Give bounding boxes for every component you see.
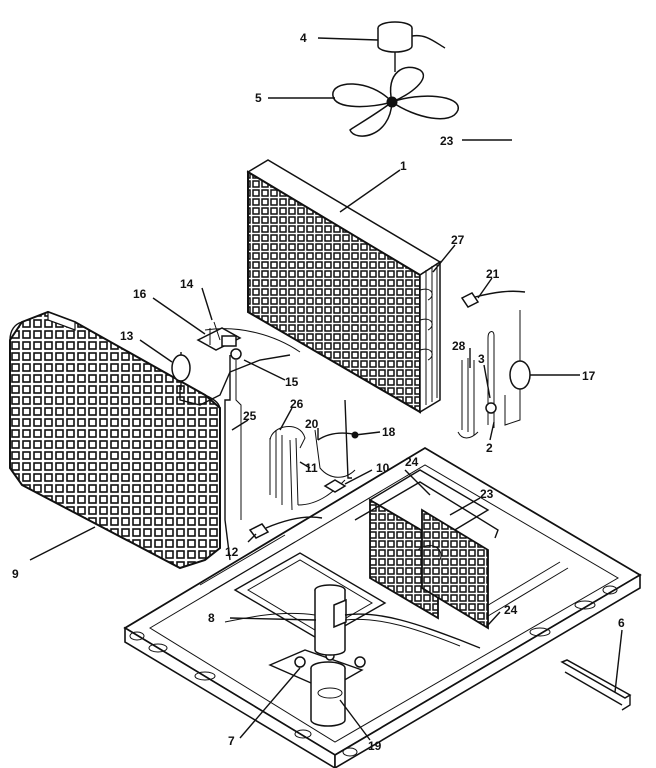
filter-drier-17 — [504, 310, 531, 426]
temp-sensor-18 — [317, 431, 359, 441]
callout-3: 3 — [478, 352, 485, 366]
callout-13: 13 — [120, 329, 134, 343]
callout-12: 12 — [225, 545, 239, 559]
callout-21: 21 — [486, 267, 500, 281]
evaporator-coil — [354, 469, 499, 630]
callout-10: 10 — [376, 461, 390, 475]
callout-23-bottom: 23 — [480, 487, 494, 501]
condenser-grille — [9, 310, 221, 570]
fan-motor — [377, 21, 446, 72]
callout-15: 15 — [285, 375, 299, 389]
callout-27: 27 — [451, 233, 465, 247]
filter-drier — [171, 352, 191, 390]
thermostat-sensor — [460, 290, 526, 308]
callout-26: 26 — [290, 397, 304, 411]
callout-20: 20 — [305, 417, 319, 431]
callout-14: 14 — [180, 277, 194, 291]
accumulator — [314, 584, 347, 656]
callout-23-top: 23 — [440, 134, 454, 148]
callout-6: 6 — [618, 616, 625, 630]
leader-lines — [29, 37, 623, 741]
callout-2: 2 — [486, 441, 493, 455]
callout-19: 19 — [368, 739, 382, 753]
callout-11: 11 — [305, 461, 318, 475]
base-pan — [123, 446, 642, 768]
reversing-valve — [196, 321, 242, 360]
callout-28: 28 — [452, 339, 466, 353]
fan-blade — [332, 66, 459, 137]
callout-labels: 4 5 23 1 27 21 14 16 13 28 3 17 15 26 25… — [12, 31, 625, 753]
mounting-bracket — [560, 659, 632, 711]
compressor — [268, 649, 366, 727]
callout-9: 9 — [12, 567, 19, 581]
callout-1: 1 — [400, 159, 407, 173]
callout-7: 7 — [228, 734, 235, 748]
callout-5: 5 — [255, 91, 262, 105]
callout-24-top: 24 — [405, 455, 419, 469]
callout-16: 16 — [133, 287, 147, 301]
capillary-assembly — [457, 331, 497, 439]
bracket-10 — [323, 479, 347, 493]
callout-18: 18 — [382, 425, 396, 439]
callout-17: 17 — [582, 369, 596, 383]
callout-25: 25 — [243, 409, 257, 423]
callout-8: 8 — [208, 611, 215, 625]
condenser-coil — [246, 159, 442, 414]
callout-4: 4 — [300, 31, 307, 45]
callout-24-bottom: 24 — [504, 603, 518, 617]
